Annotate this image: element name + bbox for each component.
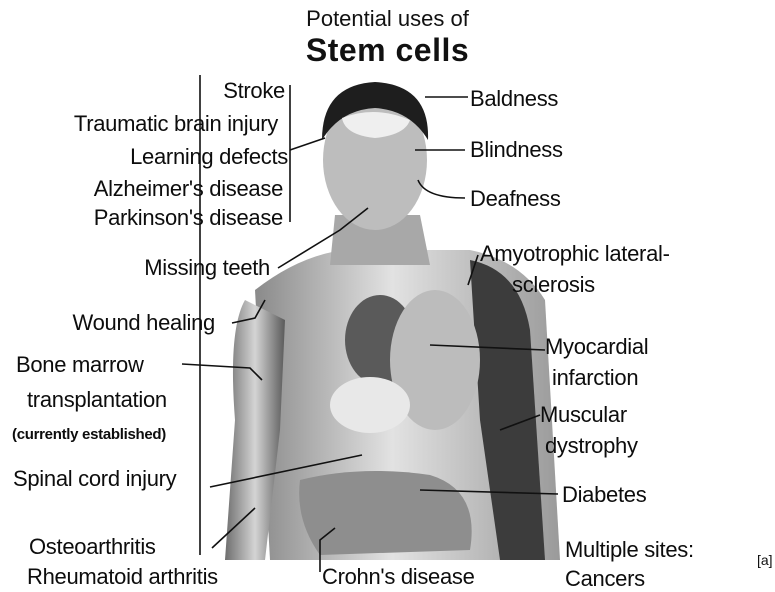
label-rheumatoid-arthritis: Rheumatoid arthritis	[27, 565, 218, 589]
label-learning-defects: Learning defects	[130, 145, 288, 169]
label-osteoarthritis: Osteoarthritis	[29, 535, 156, 559]
label-baldness: Baldness	[470, 87, 558, 111]
liver-shape	[330, 377, 410, 433]
label-parkinsons: Parkinson's disease	[94, 206, 283, 230]
label-myocardial: Myocardial	[545, 335, 648, 359]
label-spinal-cord-injury: Spinal cord injury	[13, 467, 176, 491]
label-dystrophy: dystrophy	[545, 434, 638, 458]
label-blindness: Blindness	[470, 138, 563, 162]
label-als-line-1: Amyotrophic lateral-	[480, 242, 670, 266]
title-line-2: Stem cells	[0, 32, 775, 69]
label-missing-teeth: Missing teeth	[144, 256, 270, 280]
label-bone-marrow: Bone marrow	[16, 353, 144, 377]
title-line-1: Potential uses of	[0, 6, 775, 32]
intestine-shape	[299, 471, 472, 555]
label-infarction: infarction	[552, 366, 638, 390]
label-wound-healing: Wound healing	[73, 311, 215, 335]
label-traumatic-brain-injury: Traumatic brain injury	[74, 112, 278, 136]
label-diabetes: Diabetes	[562, 483, 646, 507]
label-alzheimers: Alzheimer's disease	[94, 177, 283, 201]
label-multiple-sites: Multiple sites:	[565, 538, 694, 562]
label-deafness: Deafness	[470, 187, 561, 211]
label-als-line-2: sclerosis	[512, 273, 595, 297]
label-cancers: Cancers	[565, 567, 645, 591]
label-currently-established: (currently established)	[12, 423, 166, 447]
label-muscular: Muscular	[540, 403, 627, 427]
label-transplantation: transplantation	[27, 388, 167, 412]
reference-marker: [a]	[757, 552, 773, 568]
label-stroke: Stroke	[223, 79, 285, 103]
label-crohns-disease: Crohn's disease	[322, 565, 475, 589]
